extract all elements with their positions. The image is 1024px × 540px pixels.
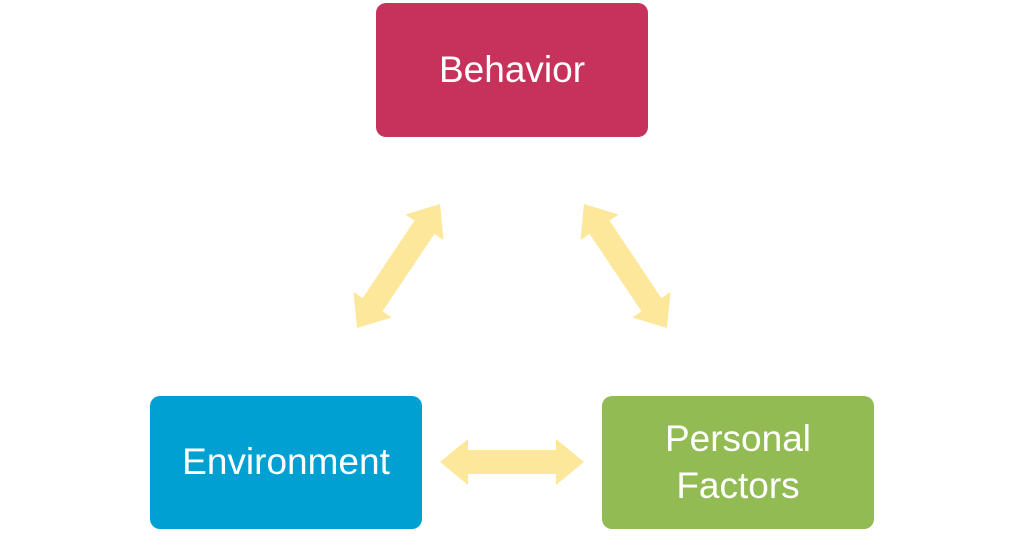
arrow-environment-behavior (353, 204, 444, 328)
environment-box: Environment (150, 396, 422, 529)
arrow-behavior-personal (580, 204, 671, 328)
environment-label: Environment (182, 441, 390, 483)
personal-factors-label-line2: Factors (676, 464, 800, 506)
personal-factors-box: Personal Factors (602, 396, 874, 529)
personal-factors-label-line1: Personal (664, 418, 812, 460)
arrow-environment-personal (440, 439, 584, 485)
behavior-box: Behavior (376, 3, 648, 137)
behavior-label: Behavior (438, 48, 586, 90)
